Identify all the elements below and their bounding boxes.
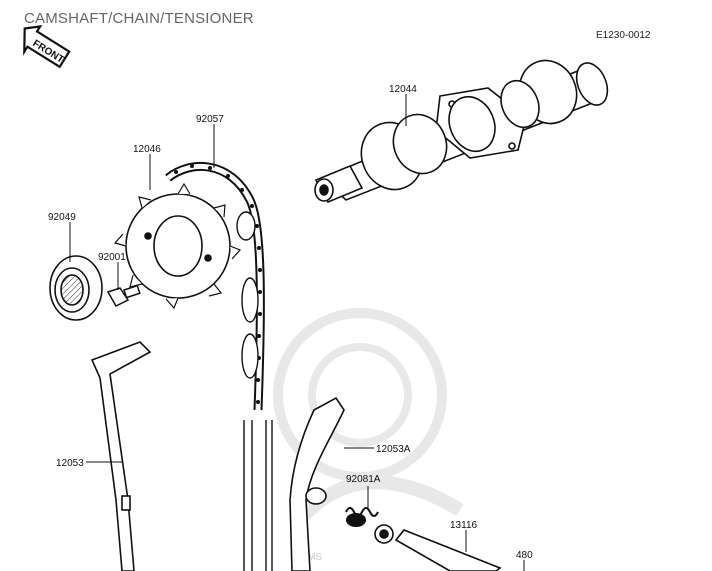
part-label-480: 480 bbox=[516, 550, 533, 561]
part-label-12044: 12044 bbox=[389, 84, 417, 95]
cms-logo-watermark: CMS bbox=[273, 308, 464, 563]
part-label-13116: 13116 bbox=[450, 520, 478, 531]
watermark-text: CMS bbox=[300, 552, 323, 563]
timing-chain-drawing bbox=[165, 162, 273, 571]
page-title: CAMSHAFT/CHAIN/TENSIONER bbox=[24, 10, 254, 27]
part-label-92057: 92057 bbox=[196, 114, 224, 125]
part-labels: 12044 92057 12046 92049 92001 12053 1205… bbox=[48, 84, 533, 561]
part-label-92081A: 92081A bbox=[346, 474, 381, 485]
tensioner-spring-drawing bbox=[345, 507, 379, 527]
chain-guide-left-drawing bbox=[90, 341, 152, 571]
front-arrow-icon: FRONT bbox=[23, 24, 71, 69]
leader-lines bbox=[69, 94, 525, 571]
oil-seal-drawing bbox=[49, 255, 103, 321]
sprocket-bolt-drawing bbox=[106, 284, 141, 307]
camshaft-drawing bbox=[314, 59, 609, 204]
sprocket-drawing bbox=[113, 182, 242, 310]
part-label-12053: 12053 bbox=[56, 458, 84, 469]
part-label-92049: 92049 bbox=[48, 212, 76, 223]
chain-guide-right-drawing bbox=[289, 396, 345, 571]
part-label-12046: 12046 bbox=[133, 144, 161, 155]
part-label-92001: 92001 bbox=[98, 252, 126, 263]
part-label-12053A: 12053A bbox=[376, 444, 411, 455]
tensioner-pushrod-drawing bbox=[374, 524, 502, 571]
diagram-code: E1230-0012 bbox=[596, 30, 651, 41]
